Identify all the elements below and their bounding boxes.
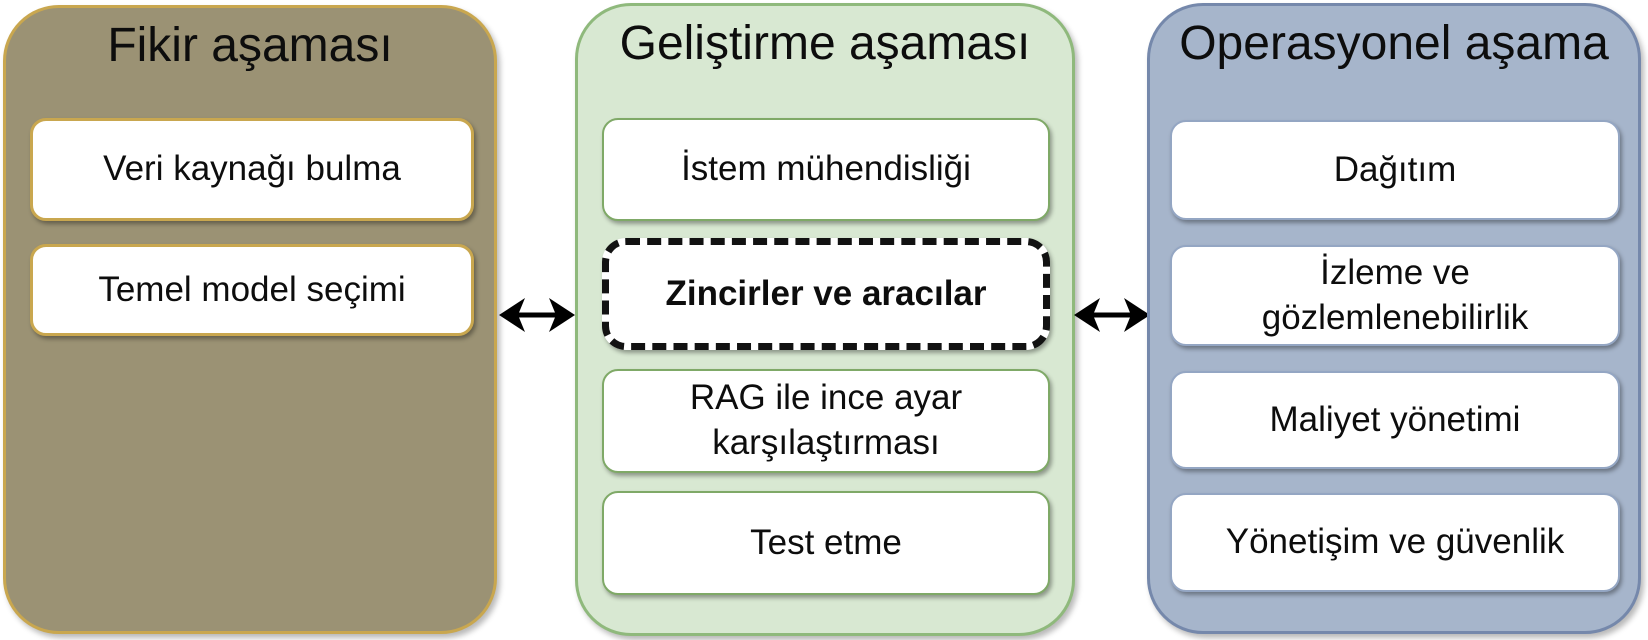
stage-box-monitoring-observability: İzleme ve gözlemlenebilirlik [1170,245,1620,346]
stage-box-chains-agents-highlighted: Zincirler ve aracılar [602,238,1050,350]
stage-box-deployment: Dağıtım [1170,120,1620,220]
idea-phase-column: Fikir aşaması Veri kaynağı bulma Temel m… [3,5,497,634]
stage-box-label: Yönetişim ve güvenlik [1225,522,1565,562]
stage-box-governance-security: Yönetişim ve güvenlik [1170,493,1620,592]
stage-box-prompt-engineering: İstem mühendisliği [602,118,1050,221]
stage-box-label: Test etme [750,522,902,562]
stage-box-label: İstem mühendisliği [681,149,971,189]
stage-box-label: Maliyet yönetimi [1269,399,1521,439]
development-phase-title: Geliştirme aşaması [619,17,1031,70]
operational-phase-title: Operasyonel aşama [1179,17,1609,70]
stage-box-label: Zincirler ve aracılar [665,273,987,313]
stage-box-data-sourcing: Veri kaynağı bulma [30,118,474,221]
double-arrow-icon [1074,298,1150,332]
stage-box-model-selection: Temel model seçimi [30,244,474,336]
operational-phase-column: Operasyonel aşama Dağıtım İzleme ve gözl… [1147,3,1641,634]
stage-box-cost-management: Maliyet yönetimi [1170,371,1620,469]
stage-box-label: İzleme ve gözlemlenebilirlik [1261,252,1529,337]
stage-box-rag-finetune-comparison: RAG ile ince ayar karşılaştırması [602,369,1050,473]
stage-box-testing: Test etme [602,491,1050,595]
development-phase-column: Geliştirme aşaması İstem mühendisliği Zi… [575,3,1075,636]
stage-box-label: RAG ile ince ayar karşılaştırması [689,378,963,462]
stage-box-label: Veri kaynağı bulma [103,149,401,189]
stage-box-label: Dağıtım [1333,149,1457,189]
stage-box-label: Temel model seçimi [98,269,406,309]
double-arrow-icon [499,298,575,332]
idea-phase-title: Fikir aşaması [107,19,393,72]
